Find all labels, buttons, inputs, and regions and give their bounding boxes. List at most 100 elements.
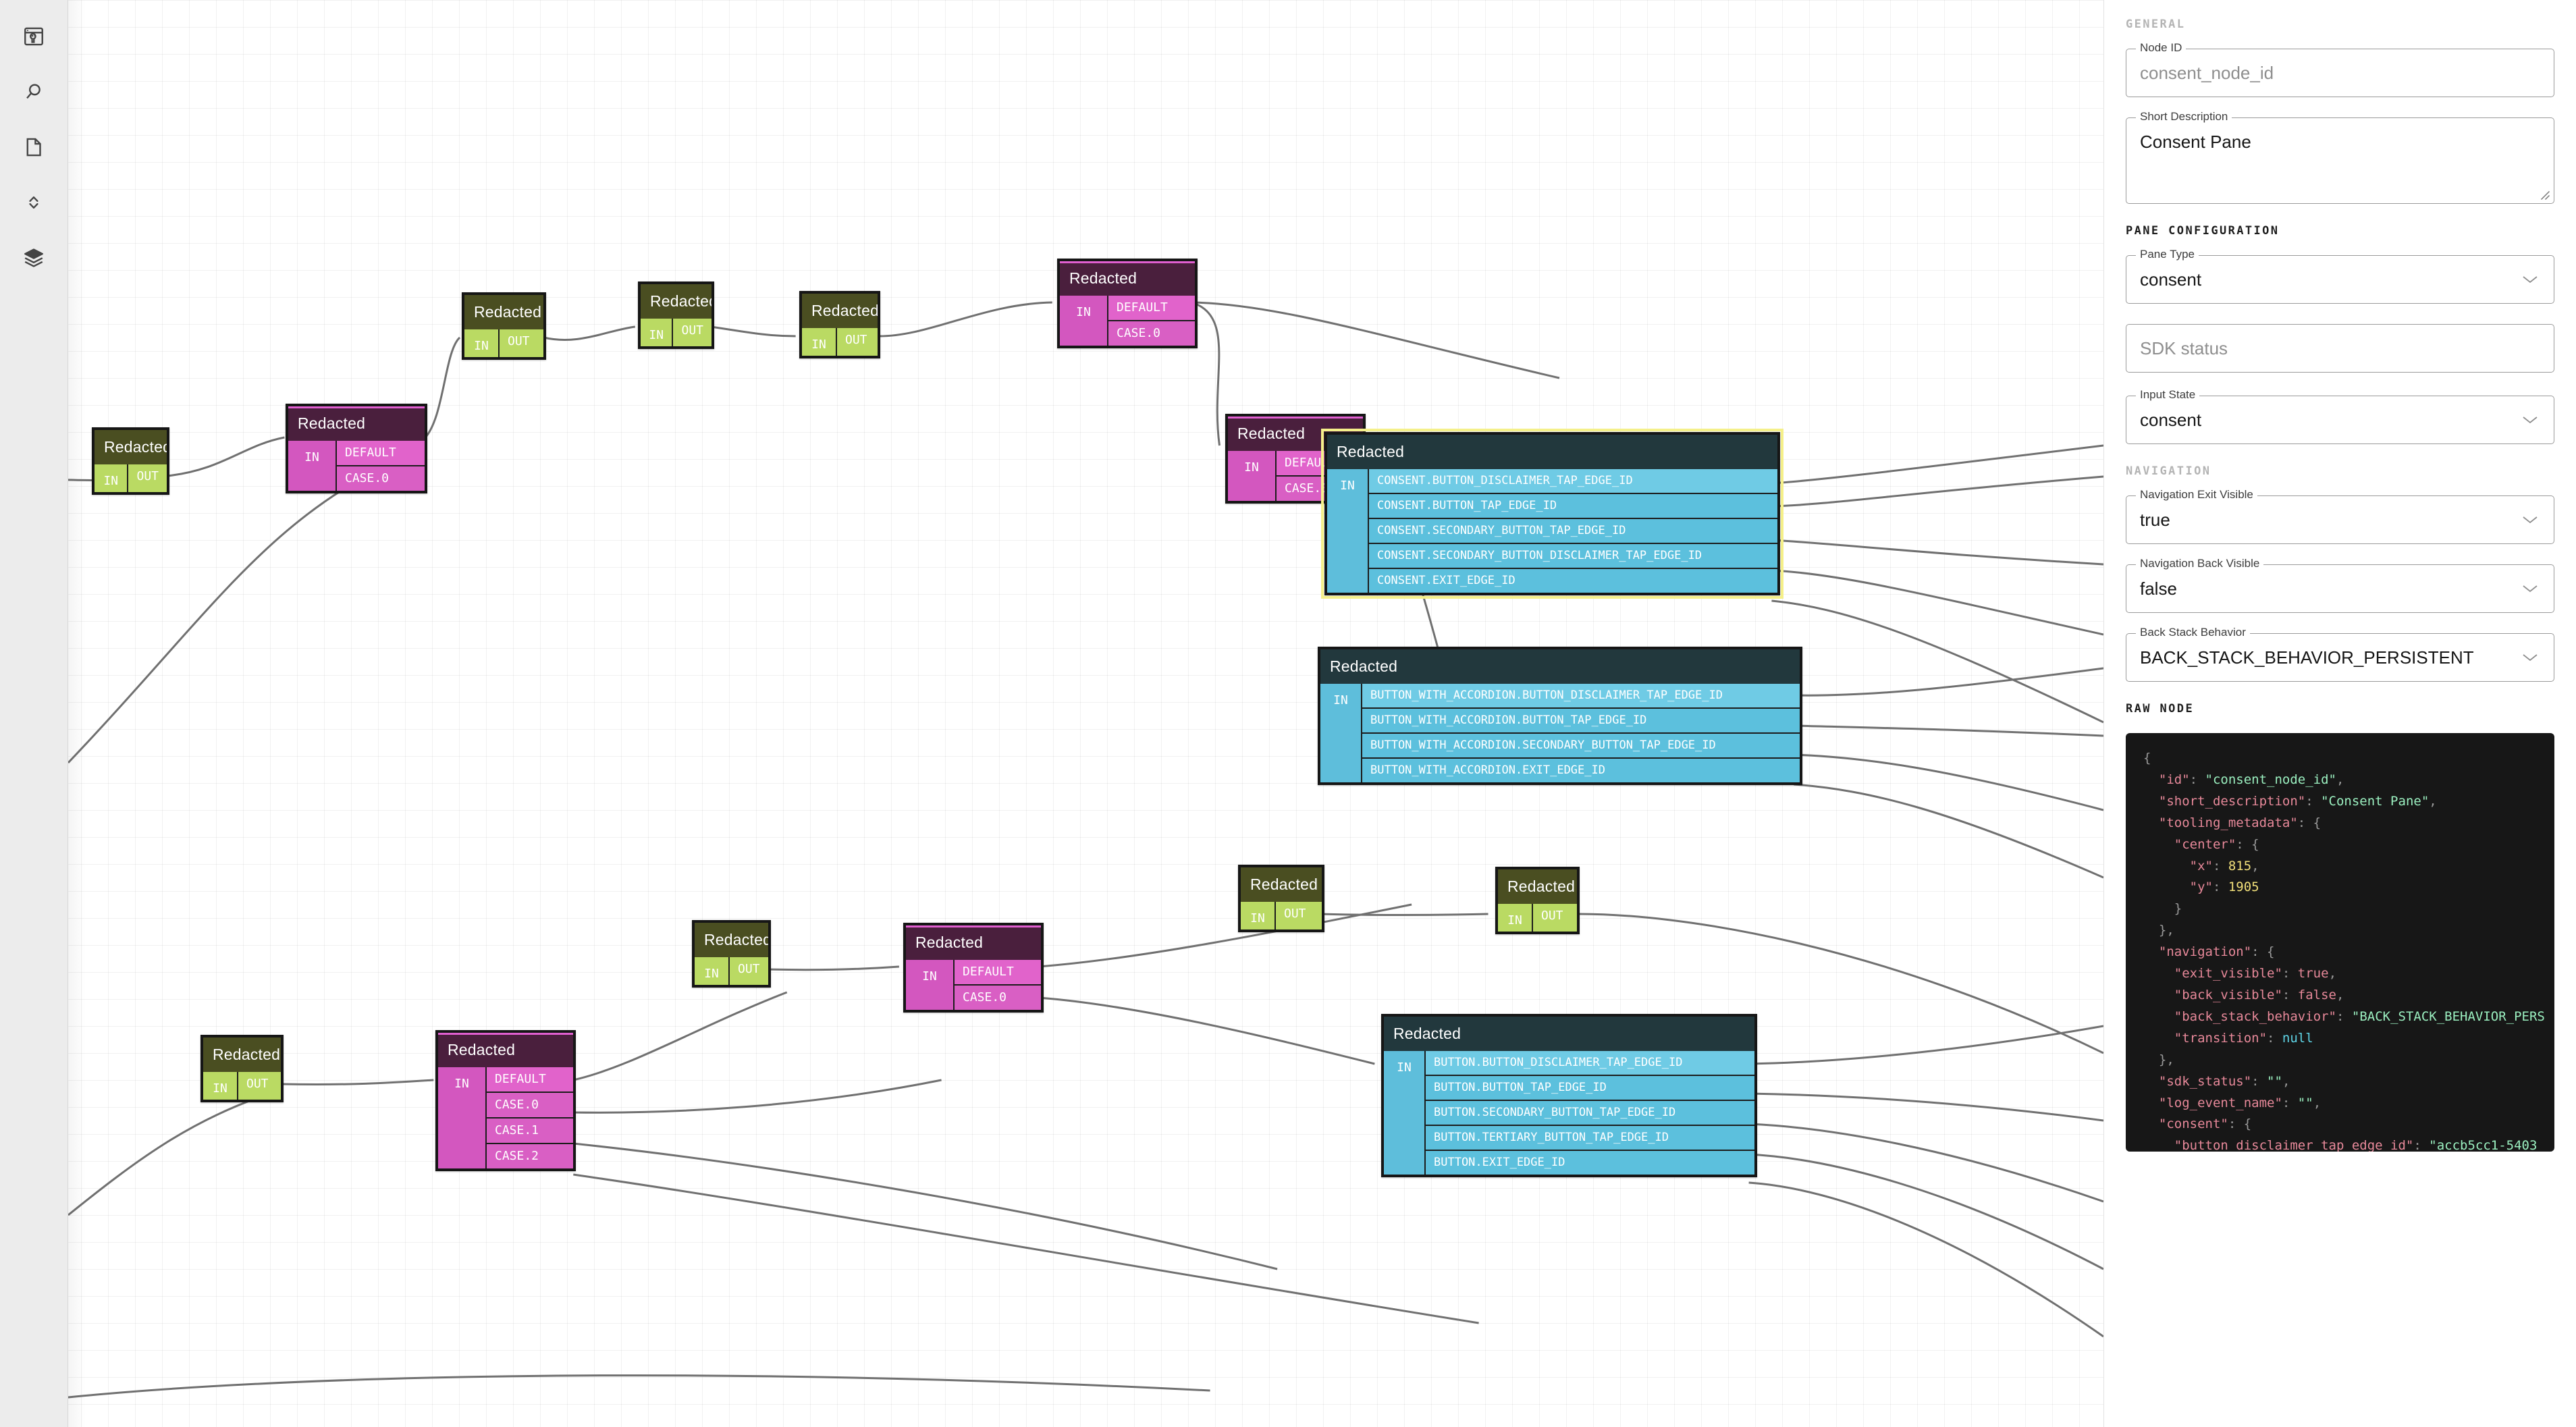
sdk-status-input[interactable]: SDK status: [2140, 338, 2228, 358]
node-port-row[interactable]: OUT: [845, 333, 867, 347]
node-in-port[interactable]: IN: [1498, 904, 1533, 932]
navigation-back-visible-label: Navigation Back Visible: [2136, 558, 2264, 569]
navigation-exit-visible-select[interactable]: Navigation Exit Visible true: [2126, 489, 2554, 544]
rail-item-layers[interactable]: [12, 236, 55, 279]
input-state-value: consent: [2140, 410, 2202, 430]
node-port-row[interactable]: CASE.2: [487, 1143, 573, 1168]
node-in-label: IN: [454, 1077, 469, 1091]
node-in-port[interactable]: IN: [906, 960, 955, 1010]
sdk-status-field[interactable]: SDK status: [2126, 324, 2554, 373]
raw-node-json: { "id": "consent_node_id", "short_descri…: [2143, 751, 2545, 1152]
node-port-row[interactable]: BUTTON.BUTTON_TAP_EDGE_ID: [1426, 1075, 1754, 1100]
short-description-field[interactable]: Short Description Consent Pane: [2126, 111, 2554, 204]
node-port-row[interactable]: CONSENT.SECONDARY_BUTTON_DISCLAIMER_TAP_…: [1369, 543, 1777, 568]
node-port-row[interactable]: BUTTON_WITH_ACCORDION.BUTTON_TAP_EDGE_ID: [1362, 707, 1800, 732]
node-port-row[interactable]: CASE.1: [487, 1117, 573, 1143]
node-port-row[interactable]: OUT: [738, 962, 760, 976]
node-in-port[interactable]: IN: [288, 441, 337, 491]
resize-handle-icon[interactable]: [2538, 188, 2550, 200]
node-port-row[interactable]: BUTTON.BUTTON_DISCLAIMER_TAP_EDGE_ID: [1426, 1051, 1754, 1075]
node-in-port[interactable]: IN: [1384, 1051, 1426, 1175]
node-port-row[interactable]: BUTTON.TERTIARY_BUTTON_TAP_EDGE_ID: [1426, 1125, 1754, 1150]
node-in-port[interactable]: IN: [695, 957, 730, 985]
node-port-row[interactable]: CONSENT.EXIT_EDGE_ID: [1369, 568, 1777, 593]
node-port-row[interactable]: CASE.0: [487, 1092, 573, 1117]
node-port-row[interactable]: CASE.0: [1108, 320, 1195, 346]
node-in-label: IN: [1076, 305, 1091, 319]
node-accent-bar: [288, 406, 425, 408]
raw-node-code-block[interactable]: { "id": "consent_node_id", "short_descri…: [2126, 733, 2554, 1152]
node-port-row[interactable]: OUT: [1541, 909, 1563, 923]
node-port-row[interactable]: BUTTON_WITH_ACCORDION.SECONDARY_BUTTON_T…: [1362, 732, 1800, 757]
navigation-back-visible-select[interactable]: Navigation Back Visible false: [2126, 558, 2554, 613]
node-in-port[interactable]: IN: [802, 328, 837, 356]
node-in-port[interactable]: IN: [95, 464, 129, 492]
node-port-row[interactable]: OUT: [681, 323, 703, 338]
node-in-port[interactable]: IN: [1228, 451, 1277, 501]
pane-type-label: Pane Type: [2136, 248, 2199, 260]
rail-item-search[interactable]: [12, 70, 55, 113]
rail-item-document[interactable]: [12, 126, 55, 169]
rail-item-tools[interactable]: [12, 15, 55, 58]
node-id-input[interactable]: consent_node_id: [2140, 63, 2274, 83]
node-in-port[interactable]: IN: [1327, 469, 1369, 593]
node-port-row[interactable]: CONSENT.BUTTON_DISCLAIMER_TAP_EDGE_ID: [1369, 469, 1777, 493]
rail-item-sort[interactable]: [12, 181, 55, 224]
node-port-row[interactable]: OUT: [1284, 907, 1306, 921]
short-description-input[interactable]: Consent Pane: [2140, 132, 2251, 152]
node-in-port[interactable]: IN: [1241, 902, 1276, 930]
node-out-ports: OUT: [1533, 904, 1577, 932]
node-id-field[interactable]: Node ID consent_node_id: [2126, 42, 2554, 97]
node-in-port[interactable]: IN: [203, 1072, 238, 1100]
node-title: Redacted: [95, 430, 167, 464]
node-port-row[interactable]: CONSENT.BUTTON_TAP_EDGE_ID: [1369, 493, 1777, 518]
node-port-row[interactable]: OUT: [246, 1077, 269, 1091]
node-in-port[interactable]: IN: [464, 329, 500, 357]
node-port-row[interactable]: BUTTON.EXIT_EDGE_ID: [1426, 1150, 1754, 1175]
node-port-row[interactable]: CASE.0: [955, 984, 1041, 1010]
node-port-row[interactable]: DEFAULT: [955, 960, 1041, 984]
node-port-row[interactable]: BUTTON_WITH_ACCORDION.EXIT_EDGE_ID: [1362, 757, 1800, 782]
node-in-port[interactable]: IN: [1060, 296, 1108, 346]
node-out-ports: OUT: [837, 328, 878, 356]
pane-type-select[interactable]: Pane Type consent: [2126, 248, 2554, 304]
node-port-row[interactable]: BUTTON_WITH_ACCORDION.BUTTON_DISCLAIMER_…: [1362, 684, 1800, 707]
node-title: Redacted: [1320, 649, 1800, 684]
node-port-row[interactable]: DEFAULT: [487, 1067, 573, 1092]
sort-updown-icon: [25, 194, 43, 211]
node-port-row[interactable]: BUTTON.SECONDARY_BUTTON_TAP_EDGE_ID: [1426, 1100, 1754, 1125]
node-in-port[interactable]: IN: [1320, 684, 1362, 782]
node-port-row[interactable]: CASE.0: [337, 465, 425, 491]
node-port-row[interactable]: DEFAULT: [337, 441, 425, 465]
back-stack-behavior-select[interactable]: Back Stack Behavior BACK_STACK_BEHAVIOR_…: [2126, 626, 2554, 682]
node-port-row[interactable]: CONSENT.SECONDARY_BUTTON_TAP_EDGE_ID: [1369, 518, 1777, 543]
node-out-ports: OUT: [500, 329, 543, 357]
node-port-row[interactable]: OUT: [508, 334, 530, 348]
node-in-label: IN: [1397, 1060, 1412, 1075]
node-in-port[interactable]: IN: [641, 319, 674, 346]
node-port-row[interactable]: DEFAULT: [1108, 296, 1195, 320]
section-title-raw-node: RAW NODE: [2126, 702, 2195, 716]
node-port-row[interactable]: OUT: [136, 469, 159, 483]
node-in-port[interactable]: IN: [438, 1067, 487, 1168]
node-out-ports: OUT: [730, 957, 768, 985]
input-state-select[interactable]: Input State consent: [2126, 389, 2554, 444]
